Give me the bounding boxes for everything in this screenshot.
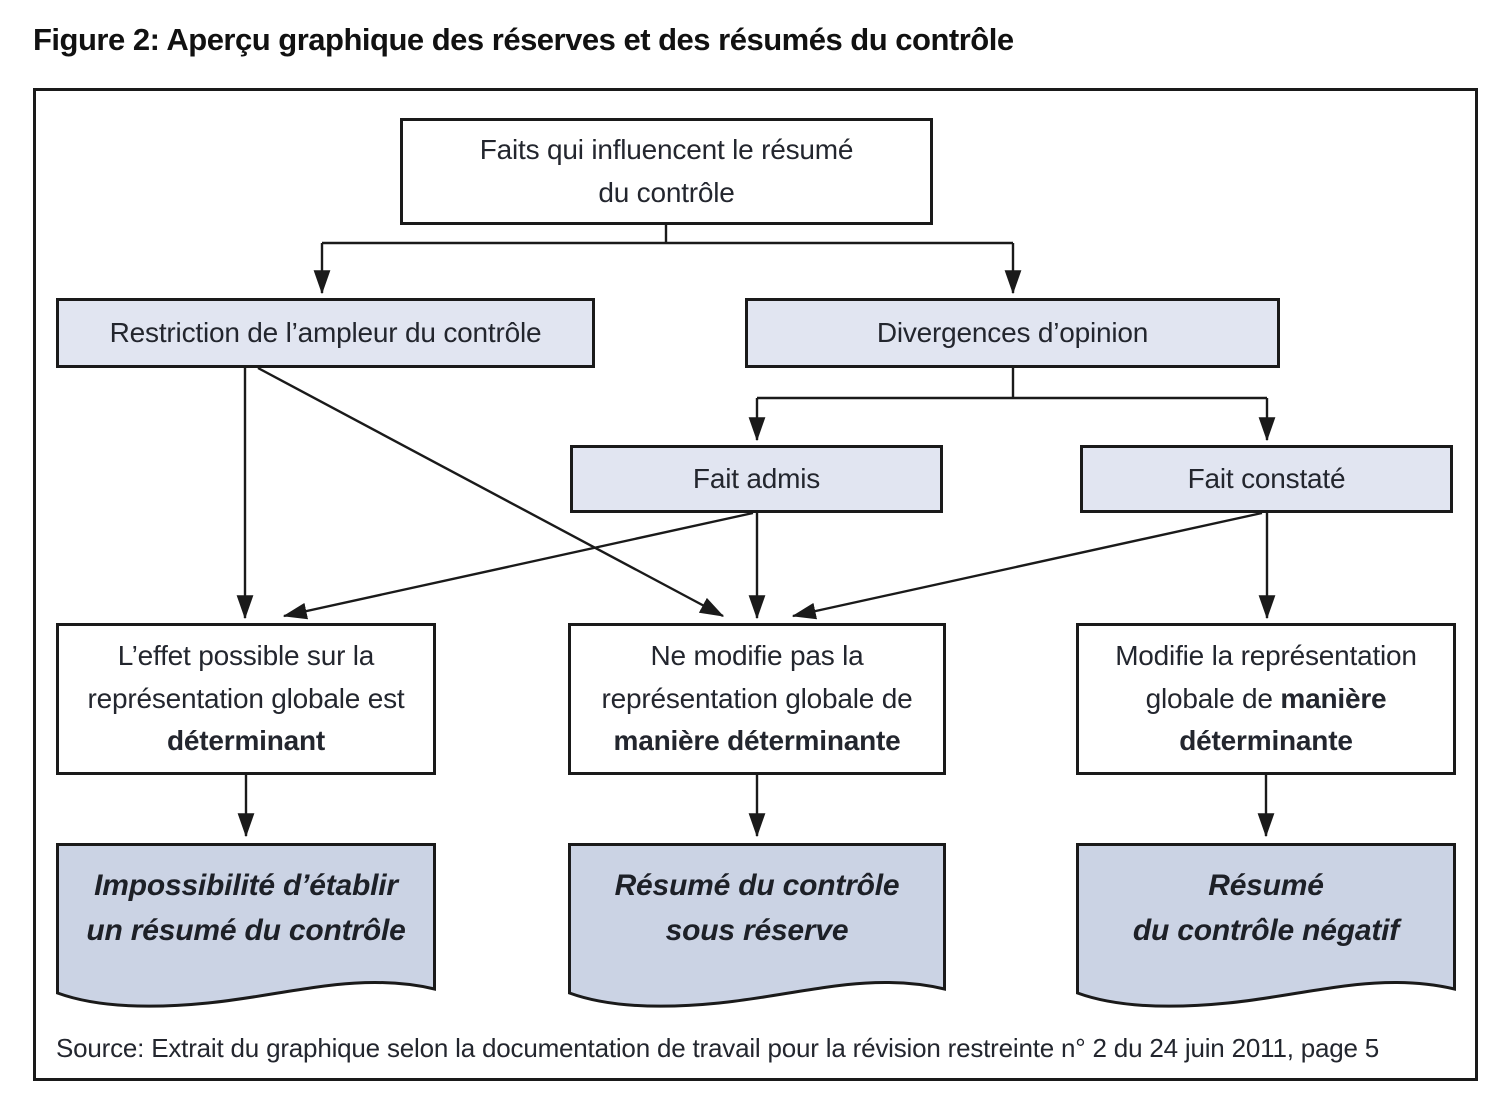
node-effect-right: Modifie la représentation globale de man…	[1076, 623, 1456, 775]
doc-negatif-text: Résumé du contrôle négatif	[1132, 869, 1400, 947]
effect-middle-line3: manière déterminante	[613, 725, 901, 757]
node-restriction: Restriction de l’ampleur du contrôle	[56, 298, 595, 368]
node-divergences: Divergences d’opinion	[745, 298, 1280, 368]
document-shape-icon	[1076, 843, 1456, 1008]
node-root: Faits qui influencent le résumé du contr…	[400, 118, 933, 225]
effect-left-line2: représentation globale est	[87, 682, 405, 714]
node-fait-constate: Fait constaté	[1080, 445, 1453, 513]
doc-impossibilite: Impossibilité d’établir un résumé du con…	[56, 843, 436, 1015]
effect-right-line3: déterminante	[1179, 725, 1353, 757]
node-fait-admis: Fait admis	[570, 445, 943, 513]
document-shape-icon	[568, 843, 946, 1008]
arrow-fait-constate-to-effect-middle	[791, 511, 1263, 620]
node-fait-admis-label: Fait admis	[692, 462, 821, 494]
effect-left-line3: déterminant	[166, 725, 326, 757]
doc-impossibilite-text: Impossibilité d’établir un résumé du con…	[86, 869, 406, 947]
figure-title: Figure 2: Aperçu graphique des réserves …	[33, 22, 1014, 57]
effect-middle-line2: représentation globale de	[601, 682, 913, 714]
figure-frame: Faits qui influencent le résumé du contr…	[33, 88, 1478, 1081]
doc-negatif: Résumé du contrôle négatif	[1076, 843, 1456, 1015]
effect-right-line2: globale de manière	[1145, 682, 1387, 714]
arrow-restriction-to-effect-middle	[257, 366, 725, 618]
node-root-line2: du contrôle	[598, 176, 735, 208]
doc-sous-reserve-text: Résumé du contrôle sous réserve	[614, 869, 900, 947]
node-effect-left: L’effet possible sur la représentation g…	[56, 623, 436, 775]
flow-arrows	[236, 225, 1276, 838]
node-fait-constate-label: Fait constaté	[1187, 462, 1346, 494]
document-shape-icon	[56, 843, 436, 1008]
effect-middle-line1: Ne modifie pas la	[650, 640, 864, 672]
doc-sous-reserve: Résumé du contrôle sous réserve	[568, 843, 946, 1015]
node-restriction-label: Restriction de l’ampleur du contrôle	[109, 316, 542, 348]
node-effect-middle: Ne modifie pas la représentation globale…	[568, 623, 946, 775]
node-divergences-label: Divergences d’opinion	[876, 316, 1149, 348]
effect-right-line1: Modifie la représentation	[1115, 640, 1417, 672]
source-caption: Source: Extrait du graphique selon la do…	[56, 1033, 1380, 1063]
node-root-line1: Faits qui influencent le résumé	[479, 133, 854, 165]
arrow-fait-admis-to-effect-left	[282, 511, 754, 620]
effect-left-line1: L’effet possible sur la	[117, 640, 375, 672]
